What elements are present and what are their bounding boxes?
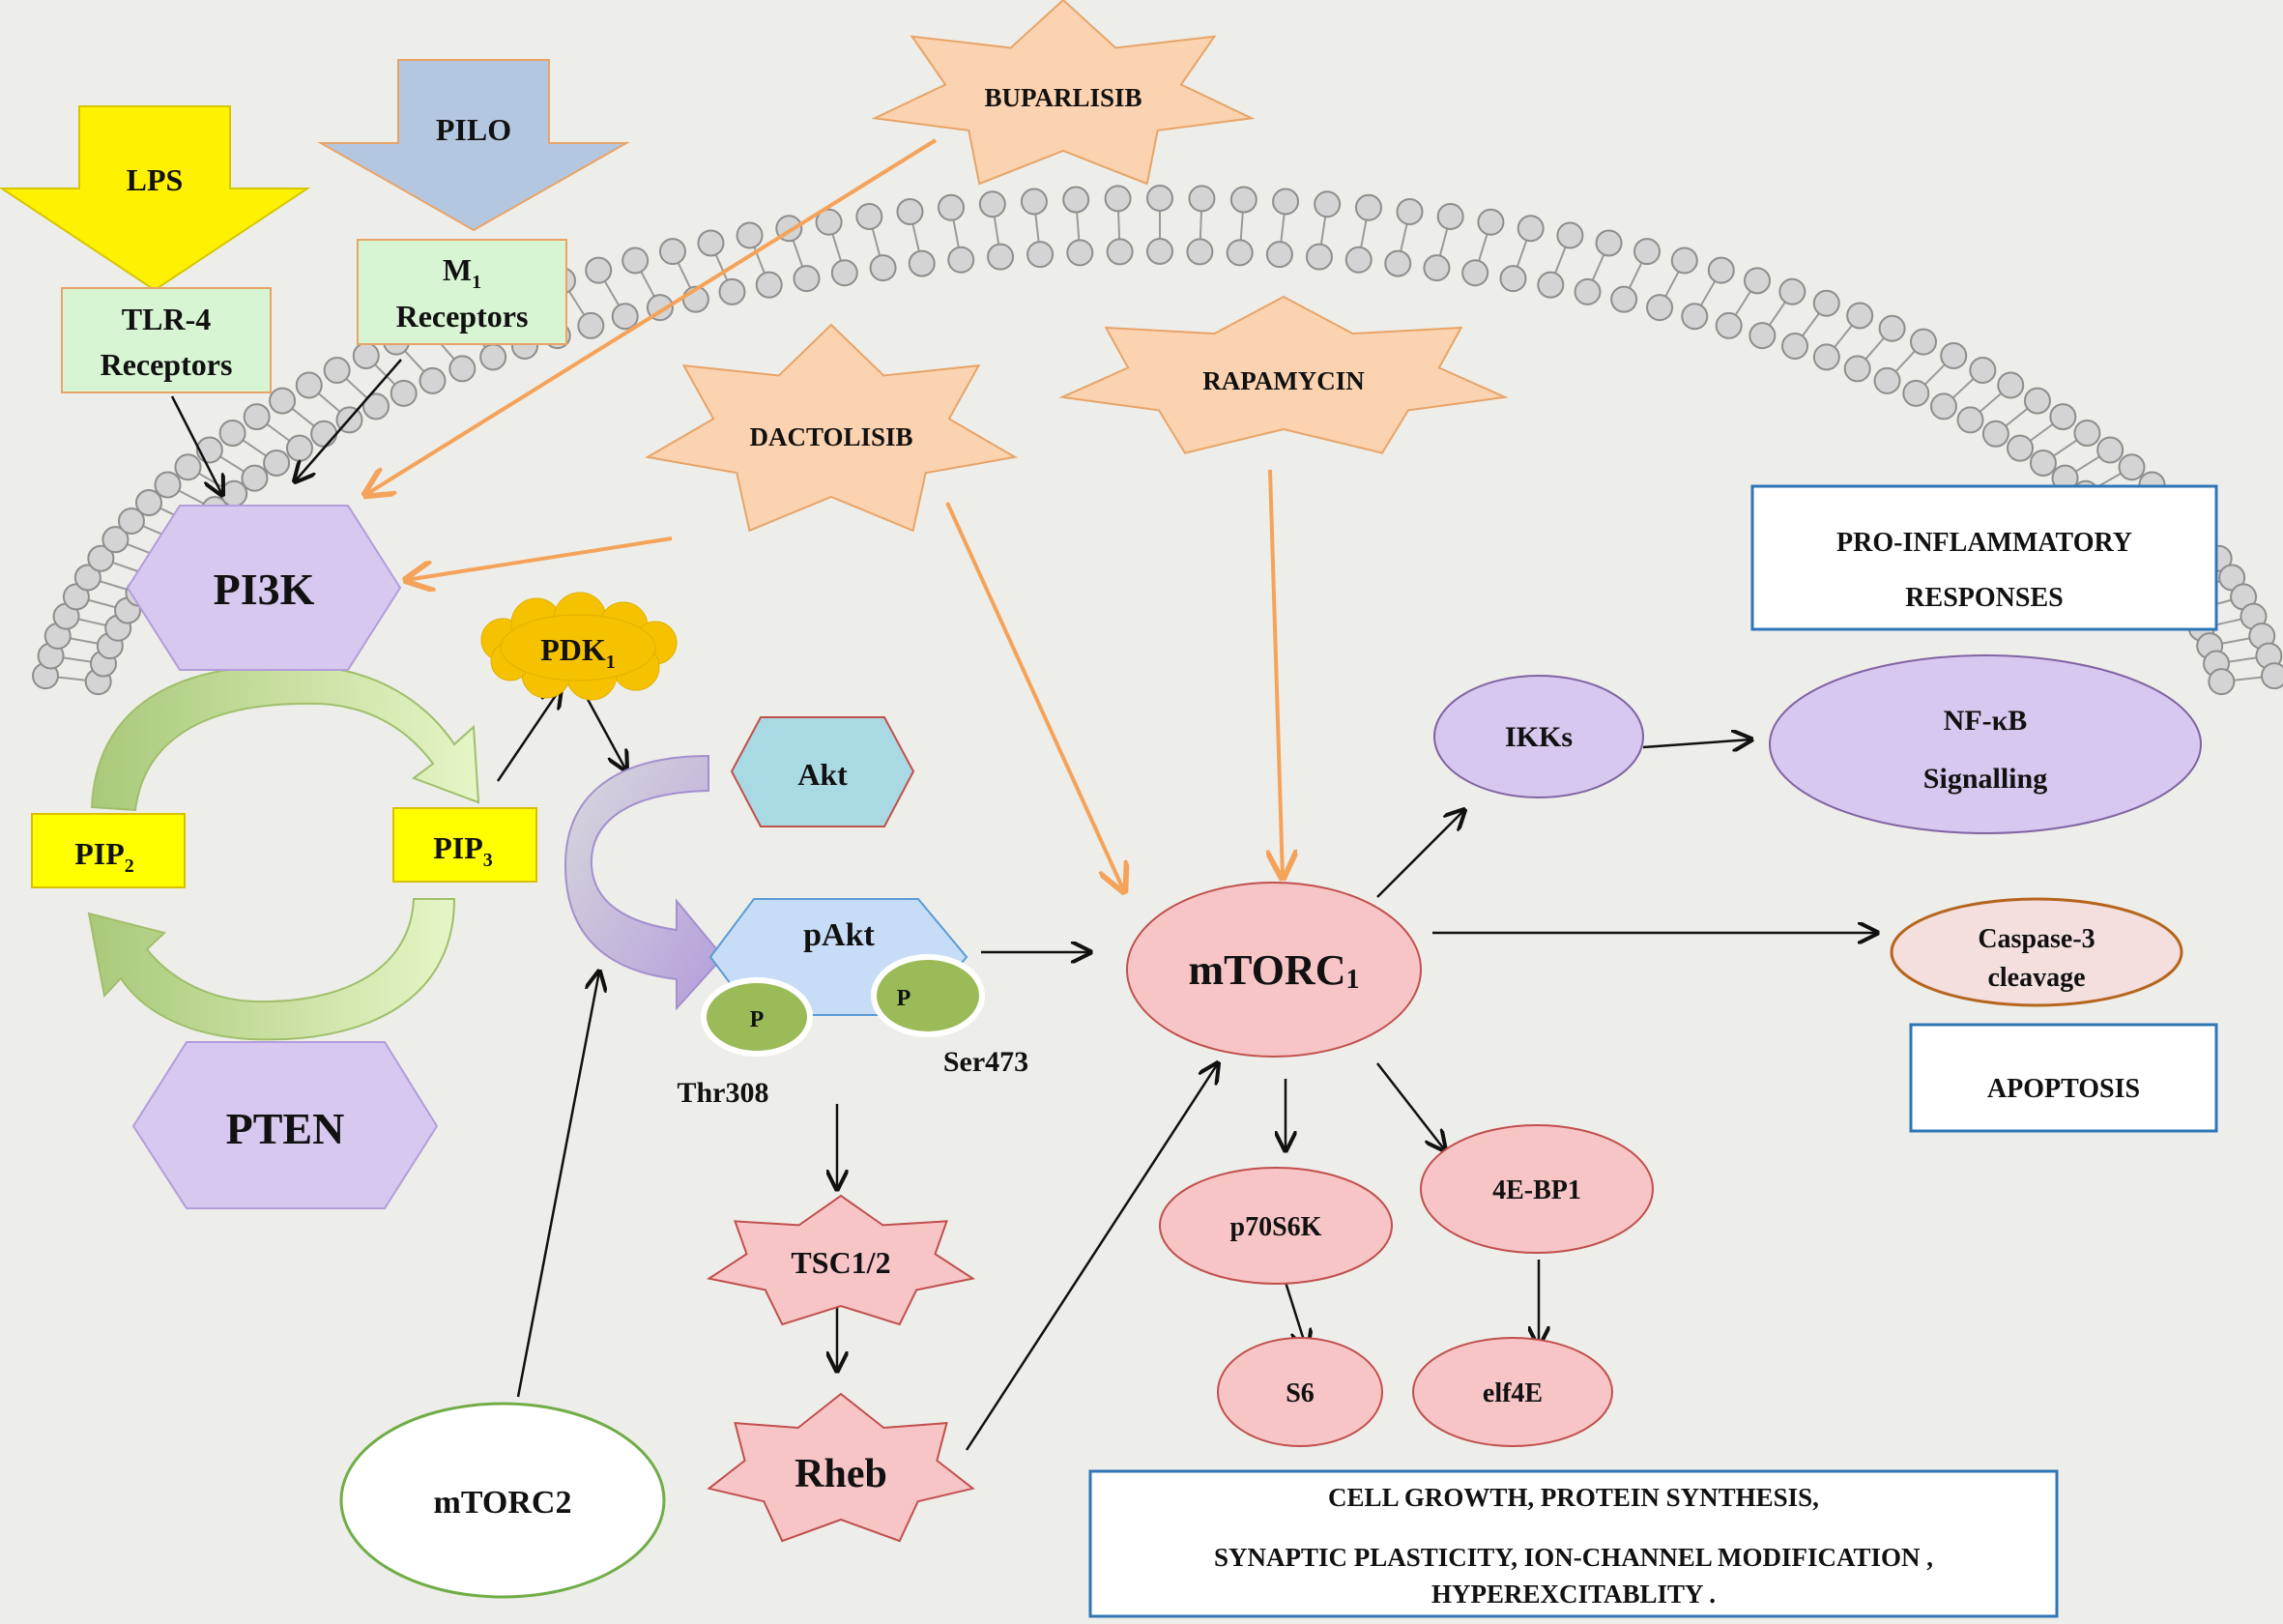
pip3-label: PIP3 bbox=[433, 830, 493, 871]
caspase-node: Caspase-3 cleavage bbox=[1890, 897, 2183, 1007]
pip3-box: PIP3 bbox=[392, 807, 537, 883]
ikks-node: IKKs bbox=[1433, 675, 1644, 798]
ser473-label: Ser473 bbox=[943, 1046, 1028, 1078]
responses-label: RESPONSES bbox=[1905, 583, 2063, 613]
proinflammatory-responses-box: PRO-INFLAMMATORY RESPONSES bbox=[1750, 484, 2218, 631]
synaptic-plasticity-label: SYNAPTIC PLASTICITY, ION-CHANNEL MODIFIC… bbox=[1214, 1543, 1933, 1572]
buparlisib-label: BUPARLISIB bbox=[984, 83, 1142, 112]
caspase-cleavage-label: cleavage bbox=[1987, 963, 2085, 993]
inhibitor-arrows bbox=[365, 138, 1283, 891]
pdk1-cloud: PDK1 bbox=[480, 592, 678, 701]
nfkb-node: NF-κB Signalling bbox=[1769, 654, 2202, 834]
pi3k-node: PI3K bbox=[126, 505, 402, 671]
pilo-arrow: PILO bbox=[317, 59, 630, 232]
phospho-p-right-label: P bbox=[897, 986, 911, 1011]
dactolisib-to-mtorc1-arrow bbox=[945, 502, 1124, 891]
p70s6k-label: p70S6K bbox=[1230, 1212, 1322, 1242]
tsc-star: TSC1/2 bbox=[706, 1194, 976, 1326]
mtorc1-label: mTORC1 bbox=[1189, 946, 1360, 995]
m1-receptors-label: Receptors bbox=[396, 299, 529, 334]
proinflammatory-label: PRO-INFLAMMATORY bbox=[1836, 528, 2132, 558]
buparlisib-to-pi3k-arrow bbox=[365, 138, 938, 495]
tlr4-label: TLR-4 bbox=[122, 302, 211, 336]
pip-cycle-arrows bbox=[87, 664, 480, 1041]
mtorc1-to-ikks-arrow bbox=[1376, 810, 1464, 898]
m1-label: M1 bbox=[443, 252, 481, 293]
s6-node: S6 bbox=[1217, 1337, 1383, 1447]
phospho-site-thr308: P bbox=[701, 977, 813, 1057]
ikks-to-nfkb-arrow bbox=[1642, 740, 1751, 747]
phospho-site-ser473: P bbox=[871, 954, 985, 1037]
akt-label: Akt bbox=[797, 757, 848, 792]
elf4e-label: elf4E bbox=[1483, 1378, 1543, 1408]
rapamycin-star: RAPAMYCIN bbox=[1058, 295, 1509, 454]
4ebp1-node: 4E-BP1 bbox=[1420, 1124, 1654, 1254]
cell-growth-outcomes-box: CELL GROWTH, PROTEIN SYNTHESIS, SYNAPTIC… bbox=[1088, 1469, 2059, 1618]
m1-to-pi3k-arrow bbox=[295, 359, 402, 481]
pi3k-label: PI3K bbox=[214, 565, 315, 614]
rapamycin-to-mtorc1-arrow bbox=[1270, 469, 1283, 878]
nfkb-label: NF-κB bbox=[1944, 705, 2028, 737]
caspase-label: Caspase-3 bbox=[1978, 924, 2095, 954]
akt-node: Akt bbox=[730, 716, 915, 827]
elf4e-node: elf4E bbox=[1412, 1337, 1613, 1447]
lps-arrow: LPS bbox=[0, 105, 311, 292]
thr308-label: Thr308 bbox=[677, 1077, 768, 1109]
ikks-label: IKKs bbox=[1505, 721, 1573, 753]
buparlisib-star: BUPARLISIB bbox=[871, 0, 1256, 186]
dactolisib-to-pi3k-arrow bbox=[406, 536, 673, 580]
4ebp1-label: 4E-BP1 bbox=[1492, 1175, 1581, 1205]
pakt-label: pAkt bbox=[803, 917, 875, 953]
cell-growth-label: CELL GROWTH, PROTEIN SYNTHESIS, bbox=[1328, 1483, 1819, 1512]
rheb-to-mtorc1-arrow bbox=[965, 1063, 1218, 1451]
mtorc2-label: mTORC2 bbox=[434, 1485, 572, 1521]
m1-receptor-box: M1 Receptors bbox=[357, 239, 567, 345]
pathway-arrows bbox=[170, 359, 1877, 1451]
lps-label: LPS bbox=[127, 162, 184, 197]
mtorc1-node: mTORC1 bbox=[1126, 882, 1422, 1058]
tlr4-to-pi3k-arrow bbox=[170, 395, 222, 495]
tsc-label: TSC1/2 bbox=[791, 1245, 890, 1280]
pdk1-label: PDK1 bbox=[540, 632, 616, 673]
dactolisib-label: DACTOLISIB bbox=[749, 422, 912, 451]
pilo-label: PILO bbox=[436, 112, 511, 147]
tlr4-receptors-label: Receptors bbox=[101, 347, 233, 382]
hyperexcitability-label: HYPEREXCITABLITY . bbox=[1431, 1580, 1716, 1609]
p70s6k-node: p70S6K bbox=[1159, 1167, 1393, 1285]
dactolisib-star: DACTOLISIB bbox=[645, 323, 1018, 533]
pip2-to-pip3-cycle-arrow bbox=[90, 664, 480, 812]
pip3-to-pdk1-arrow bbox=[496, 688, 561, 782]
pip2-label: PIP2 bbox=[74, 836, 134, 877]
pip2-box: PIP2 bbox=[31, 813, 186, 888]
akt-phosphorylation-curve-arrow bbox=[564, 754, 725, 1011]
pten-label: PTEN bbox=[226, 1104, 345, 1153]
apoptosis-label: APOPTOSIS bbox=[1987, 1074, 2140, 1104]
rapamycin-label: RAPAMYCIN bbox=[1202, 366, 1365, 395]
tlr4-receptor-box: TLR-4 Receptors bbox=[61, 287, 272, 393]
rheb-label: Rheb bbox=[795, 1452, 887, 1496]
mtorc2-node: mTORC2 bbox=[339, 1402, 666, 1599]
s6-label: S6 bbox=[1286, 1378, 1315, 1408]
mtorc2-to-pakt-arrow bbox=[516, 972, 599, 1398]
rheb-star: Rheb bbox=[707, 1392, 975, 1543]
apoptosis-box: APOPTOSIS bbox=[1909, 1023, 2218, 1133]
pten-node: PTEN bbox=[131, 1041, 439, 1209]
nfkb-signalling-label: Signalling bbox=[1923, 763, 2047, 795]
mtorc1-to-4ebp1-arrow bbox=[1376, 1062, 1445, 1150]
pten-cycle-arrow bbox=[87, 898, 456, 1041]
phospho-p-left-label: P bbox=[750, 1007, 765, 1032]
